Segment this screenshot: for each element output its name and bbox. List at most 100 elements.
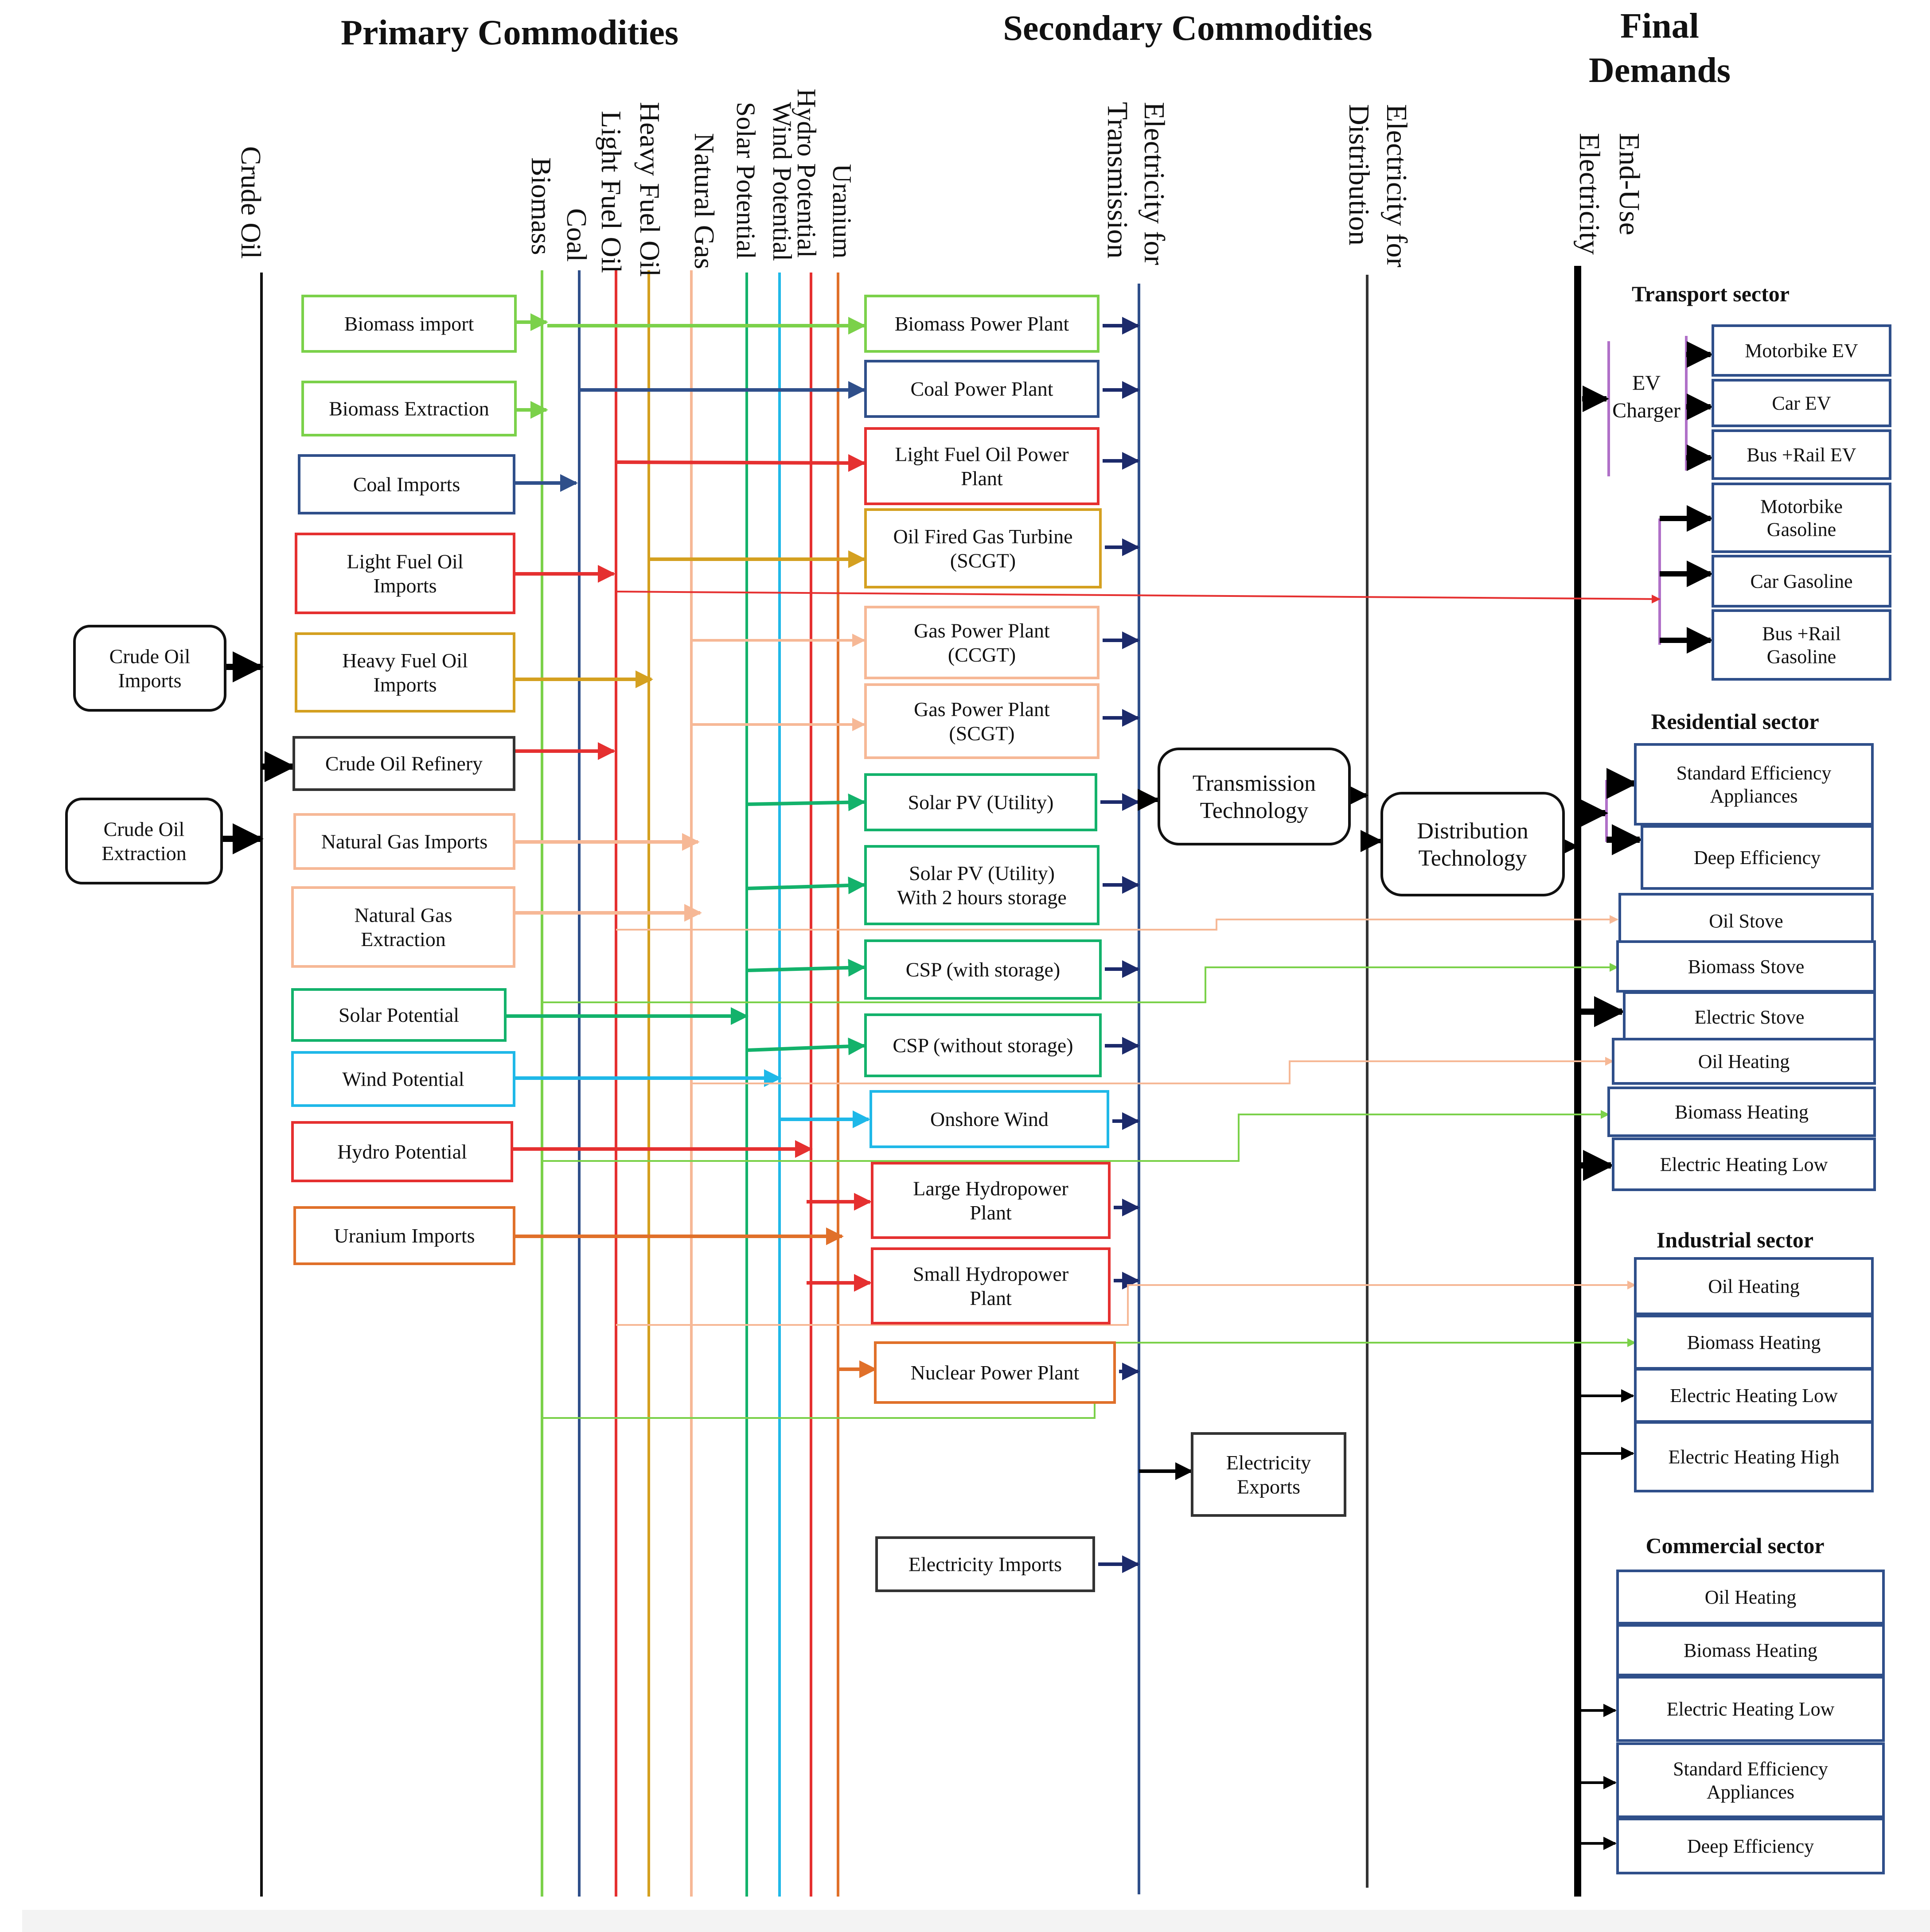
box-label: Technology xyxy=(1419,845,1527,871)
biomass-pp-box: Biomass Power Plant xyxy=(864,295,1100,353)
box-label: Gas Power Plant xyxy=(914,698,1050,721)
industrial-sector-title: Industrial sector xyxy=(1657,1227,1813,1252)
box-border xyxy=(291,988,507,1042)
box-label: Motorbike xyxy=(1760,496,1843,518)
box-border xyxy=(1712,609,1891,681)
commodity-label: Electricity xyxy=(1573,133,1606,255)
box-border xyxy=(1612,1137,1876,1191)
box-label: Gasoline xyxy=(1767,518,1836,540)
box-border xyxy=(864,295,1100,353)
box-border xyxy=(73,625,226,712)
residential-item-box: Oil Heating xyxy=(1612,1038,1876,1085)
residential-item-box: Biomass Heating xyxy=(1607,1087,1876,1137)
box-label: Onshore Wind xyxy=(930,1108,1049,1130)
box-label: Bus +Rail EV xyxy=(1747,444,1856,466)
box-label: CSP (with storage) xyxy=(906,958,1060,981)
residential-item-box: Biomass Stove xyxy=(1616,940,1876,993)
commercial-item-box: Biomass Heating xyxy=(1616,1624,1885,1676)
box-label: Nuclear Power Plant xyxy=(911,1361,1080,1384)
transport-item-box: Bus +Rail EV xyxy=(1712,429,1891,480)
box-label: Technology xyxy=(1200,798,1309,823)
commodity-label: Heavy Fuel Oil xyxy=(634,102,666,277)
box-border xyxy=(301,295,517,353)
box-label: CSP (without storage) xyxy=(893,1034,1073,1057)
box-label: Plant xyxy=(970,1287,1012,1309)
box-label: Heavy Fuel Oil xyxy=(342,649,468,672)
box-border xyxy=(295,533,515,614)
commercial-sector-title: Commercial sector xyxy=(1645,1533,1824,1558)
box-label: Electric Heating High xyxy=(1668,1446,1839,1468)
oil-to-heating-line xyxy=(691,1057,1614,1084)
box-border xyxy=(292,736,515,791)
box-label: (CCGT) xyxy=(948,643,1016,666)
box-label: Light Fuel Oil Power xyxy=(895,443,1068,466)
box-label: Appliances xyxy=(1707,1781,1794,1803)
box-label: Gas Power Plant xyxy=(914,619,1050,642)
box-border xyxy=(871,1162,1111,1239)
box-border xyxy=(1634,1315,1874,1370)
commodity-label: Crude Oil xyxy=(235,146,267,259)
box-label: Electric Heating Low xyxy=(1670,1385,1838,1406)
header-primary: Primary Commodities xyxy=(341,13,678,52)
commodity-label: Electricity for xyxy=(1380,104,1413,267)
box-label: Biomass Extraction xyxy=(329,397,489,420)
industrial-item-box: Electric Heating Low xyxy=(1634,1368,1874,1423)
box-label: Car EV xyxy=(1772,392,1831,414)
box-border xyxy=(871,1247,1111,1324)
box-label: Biomass import xyxy=(344,312,474,335)
box-border xyxy=(1191,1432,1346,1517)
commodity-label: Biomass xyxy=(526,157,557,255)
commodity-label: Light Fuel Oil xyxy=(596,111,627,273)
box-border xyxy=(864,1013,1102,1077)
box-label: Uranium Imports xyxy=(334,1224,475,1247)
box-border xyxy=(298,454,515,514)
box-border xyxy=(293,1206,515,1265)
box-label: Standard Efficiency xyxy=(1677,762,1832,784)
crude-refinery-box: Crude Oil Refinery xyxy=(292,736,515,791)
box-label: Hydro Potential xyxy=(337,1141,467,1163)
box-label: Electric Stove xyxy=(1694,1006,1804,1028)
box-border xyxy=(1616,1742,1885,1818)
box-label: Deep Efficiency xyxy=(1694,847,1821,869)
to-solar-pv-storage xyxy=(746,876,866,895)
box-label: Coal Power Plant xyxy=(911,378,1053,400)
industrial-item-box: Oil Heating xyxy=(1634,1257,1874,1315)
box-label: Small Hydropower xyxy=(913,1263,1068,1285)
box-label: Light Fuel Oil xyxy=(347,550,463,573)
commodity-label: Natural Gas xyxy=(689,133,720,269)
coal-pp-box: Coal Power Plant xyxy=(864,360,1100,418)
box-border xyxy=(1641,825,1874,890)
commodity-label: Electricity for xyxy=(1138,102,1170,265)
box-label: Oil Stove xyxy=(1709,910,1783,932)
box-label: Electric Heating Low xyxy=(1660,1153,1828,1175)
box-border xyxy=(864,360,1100,418)
commodity-label: Solar Potential xyxy=(731,102,760,259)
box-label: Solar PV (Utility) xyxy=(909,862,1055,884)
box-border xyxy=(1634,1421,1874,1492)
box-label: Gasoline xyxy=(1767,646,1836,667)
box-border xyxy=(1616,1624,1885,1676)
box-label: Standard Efficiency xyxy=(1673,1758,1828,1780)
box-border xyxy=(301,381,517,436)
csp-storage-box: CSP (with storage) xyxy=(864,939,1102,1000)
onshore-wind-box: Onshore Wind xyxy=(869,1090,1109,1148)
box-label: Electric Heating Low xyxy=(1667,1698,1835,1720)
biomass-extraction-box: Biomass Extraction xyxy=(301,381,517,436)
box-border xyxy=(291,1051,515,1107)
box-label: Oil Heating xyxy=(1698,1051,1790,1072)
oil-to-oil-stove-line xyxy=(616,915,1618,931)
box-label: Biomass Heating xyxy=(1687,1332,1821,1353)
box-label: Imports xyxy=(373,673,437,696)
commodity-label: Wind Potential xyxy=(768,102,797,261)
electricity-imports-box: Electricity Imports xyxy=(875,1536,1095,1592)
box-label: Deep Efficiency xyxy=(1687,1835,1814,1857)
box-label: Extraction xyxy=(101,842,187,865)
box-label: Exports xyxy=(1237,1475,1300,1498)
to-csp-storage xyxy=(746,958,866,977)
gas-scgt-box: Gas Power Plant(SCGT) xyxy=(864,683,1100,759)
box-label: Biomass Power Plant xyxy=(895,312,1069,335)
